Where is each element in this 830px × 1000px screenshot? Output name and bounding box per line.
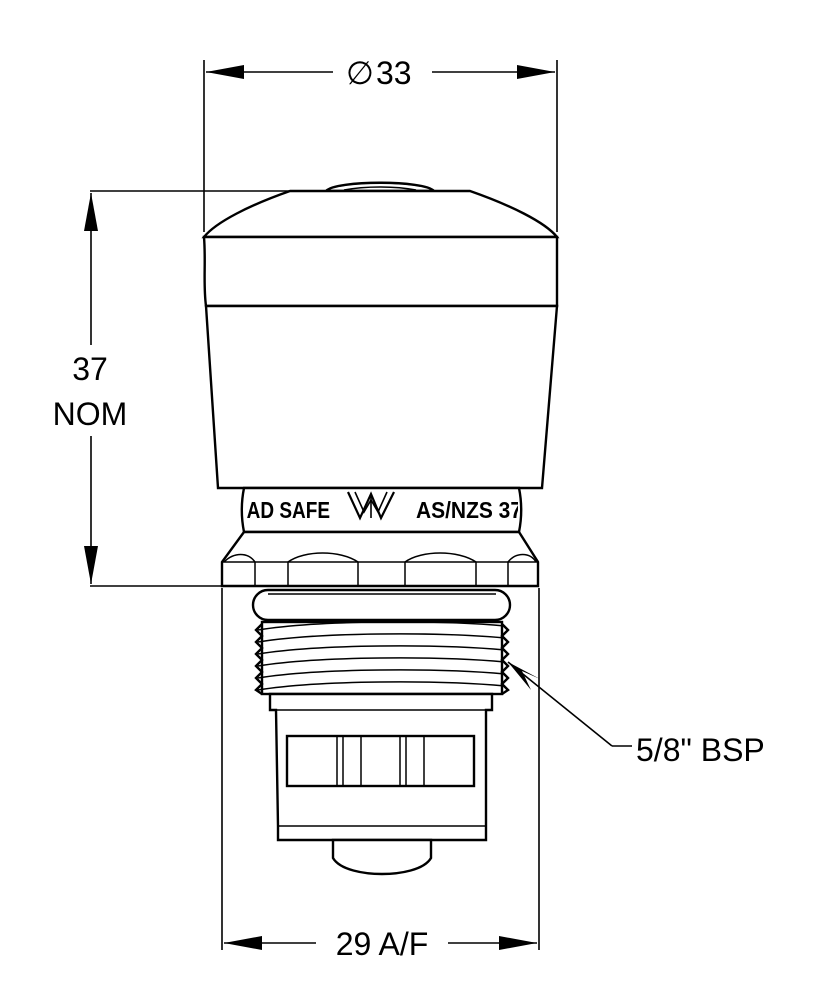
- top-arrow-right: [517, 65, 555, 79]
- threaded-section: [254, 620, 510, 696]
- o-ring-body: [251, 588, 512, 622]
- bottom-arrow-left: [224, 936, 262, 950]
- height-dimension: 37 NOM: [53, 190, 290, 587]
- cap-shoulder: [201, 189, 560, 239]
- o-ring: [251, 588, 512, 622]
- cap-dome-line: [339, 182, 421, 187]
- cartridge-body: [268, 692, 494, 876]
- thread-leader-line: [507, 661, 613, 747]
- cap-dome-line-2: [343, 186, 417, 191]
- thread-right-profile: [500, 623, 510, 695]
- height-note-label: NOM: [53, 396, 128, 432]
- height-arrow-bottom: [84, 546, 98, 584]
- cap-upper-band: [202, 235, 559, 308]
- thread-leader: 5/8" BSP: [507, 661, 765, 768]
- top-arrow-left: [206, 65, 244, 79]
- top-dimension: ∅ 33: [203, 55, 558, 232]
- thread-left-profile: [254, 623, 264, 695]
- bottom-width-label: 29 A/F: [336, 926, 429, 962]
- height-value-label: 37: [72, 351, 108, 387]
- cartridge-window-frame: [285, 734, 476, 788]
- bottom-arrow-right: [499, 936, 537, 950]
- thread-lines: [257, 621, 506, 691]
- top-width-label: 33: [376, 55, 412, 91]
- watermark-logo-icon: [347, 491, 395, 521]
- cap: [201, 181, 560, 490]
- thread-callout-label: 5/8" BSP: [636, 732, 765, 768]
- hex-nut-body: [220, 530, 540, 588]
- cartridge-bottom-nub: [331, 838, 433, 876]
- hex-face-lines: [254, 562, 509, 586]
- diameter-symbol: ∅: [346, 55, 374, 91]
- marking-clip: EAD SAFE AS/NZS 37: [234, 497, 522, 523]
- bottom-dimension: 29 A/F: [224, 926, 537, 962]
- thread-leader-arrow: [508, 662, 540, 690]
- marking-text-left: EAD SAFE: [234, 497, 330, 523]
- hex-nut: [220, 530, 540, 588]
- cap-body: [204, 304, 559, 490]
- marking-text-right: AS/NZS 37: [416, 497, 522, 523]
- marking-band: EAD SAFE AS/NZS 37: [234, 486, 523, 534]
- hex-face-arcs: [223, 552, 537, 563]
- height-arrow-top: [84, 193, 98, 231]
